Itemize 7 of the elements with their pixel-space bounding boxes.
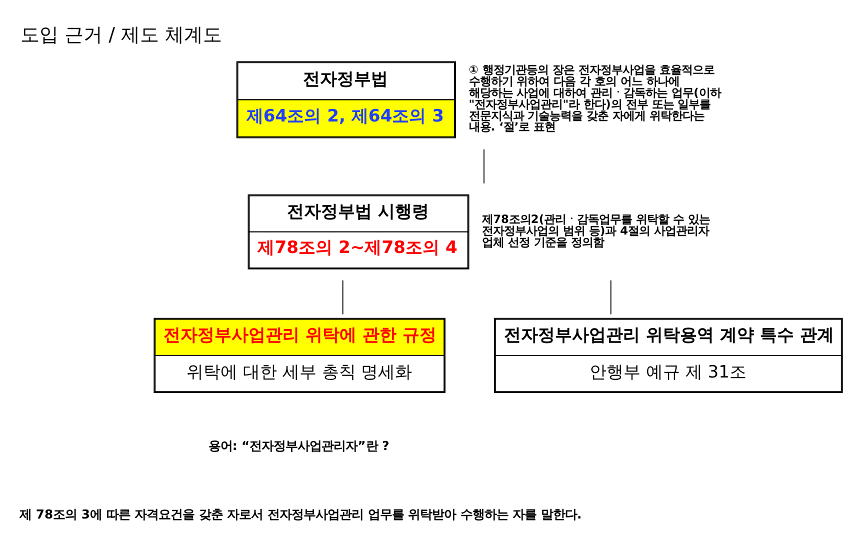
label: 용어: “전자정부사업관리자”란 ? [208, 438, 390, 452]
connector [342, 279, 344, 314]
node-label: ① 행정기관등의 장은 전자정부사업을 효율적으로 수행하기 위하여 다음 각 호의 어느 하나에 해당하는 사업에 대하여 관리ㆍ감독하는 업무(이하 "전자정부사업관리"라 한다)의 전부 또는 일부를 전문지식과 기술능력을 갖춘 자에게 위탁한다는 내용. ‘절’로 표현 [468, 62, 721, 134]
label: 제 78조의 3에 따른 자격요건을 갖춘 자로서 전자정부사업관리 업무를 위탁받아 수행하는 자를 말한다. [20, 506, 582, 521]
connector [610, 279, 612, 314]
node-label: 제78조의2(관리ㆍ감독업무를 위탁할 수 있는 전자정부사업의 범위 등)과 4절의 사업관리자 업체 선정 기준을 정의함 [482, 211, 710, 248]
diagram-title: 도입 근거 / 제도 체계도 [20, 23, 222, 46]
